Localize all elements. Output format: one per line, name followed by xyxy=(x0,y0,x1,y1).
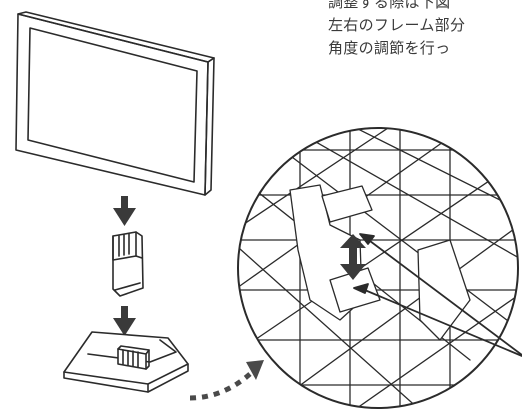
pointer-lines xyxy=(353,233,522,357)
stand-base xyxy=(63,331,189,393)
instruction-line: 角度の調節を行っ xyxy=(328,39,451,57)
down-arrow-icon xyxy=(113,196,136,226)
stand-neck xyxy=(112,231,144,297)
zoom-detail xyxy=(237,127,519,409)
up-down-arrow-icon xyxy=(340,234,366,280)
instruction-line: 調整する際は下図 xyxy=(328,0,451,11)
dotted-curved-arrow-icon xyxy=(189,360,264,401)
monitor xyxy=(15,11,215,196)
down-arrow-icon xyxy=(113,306,136,336)
instruction-line: 左右のフレーム部分 xyxy=(328,16,466,34)
